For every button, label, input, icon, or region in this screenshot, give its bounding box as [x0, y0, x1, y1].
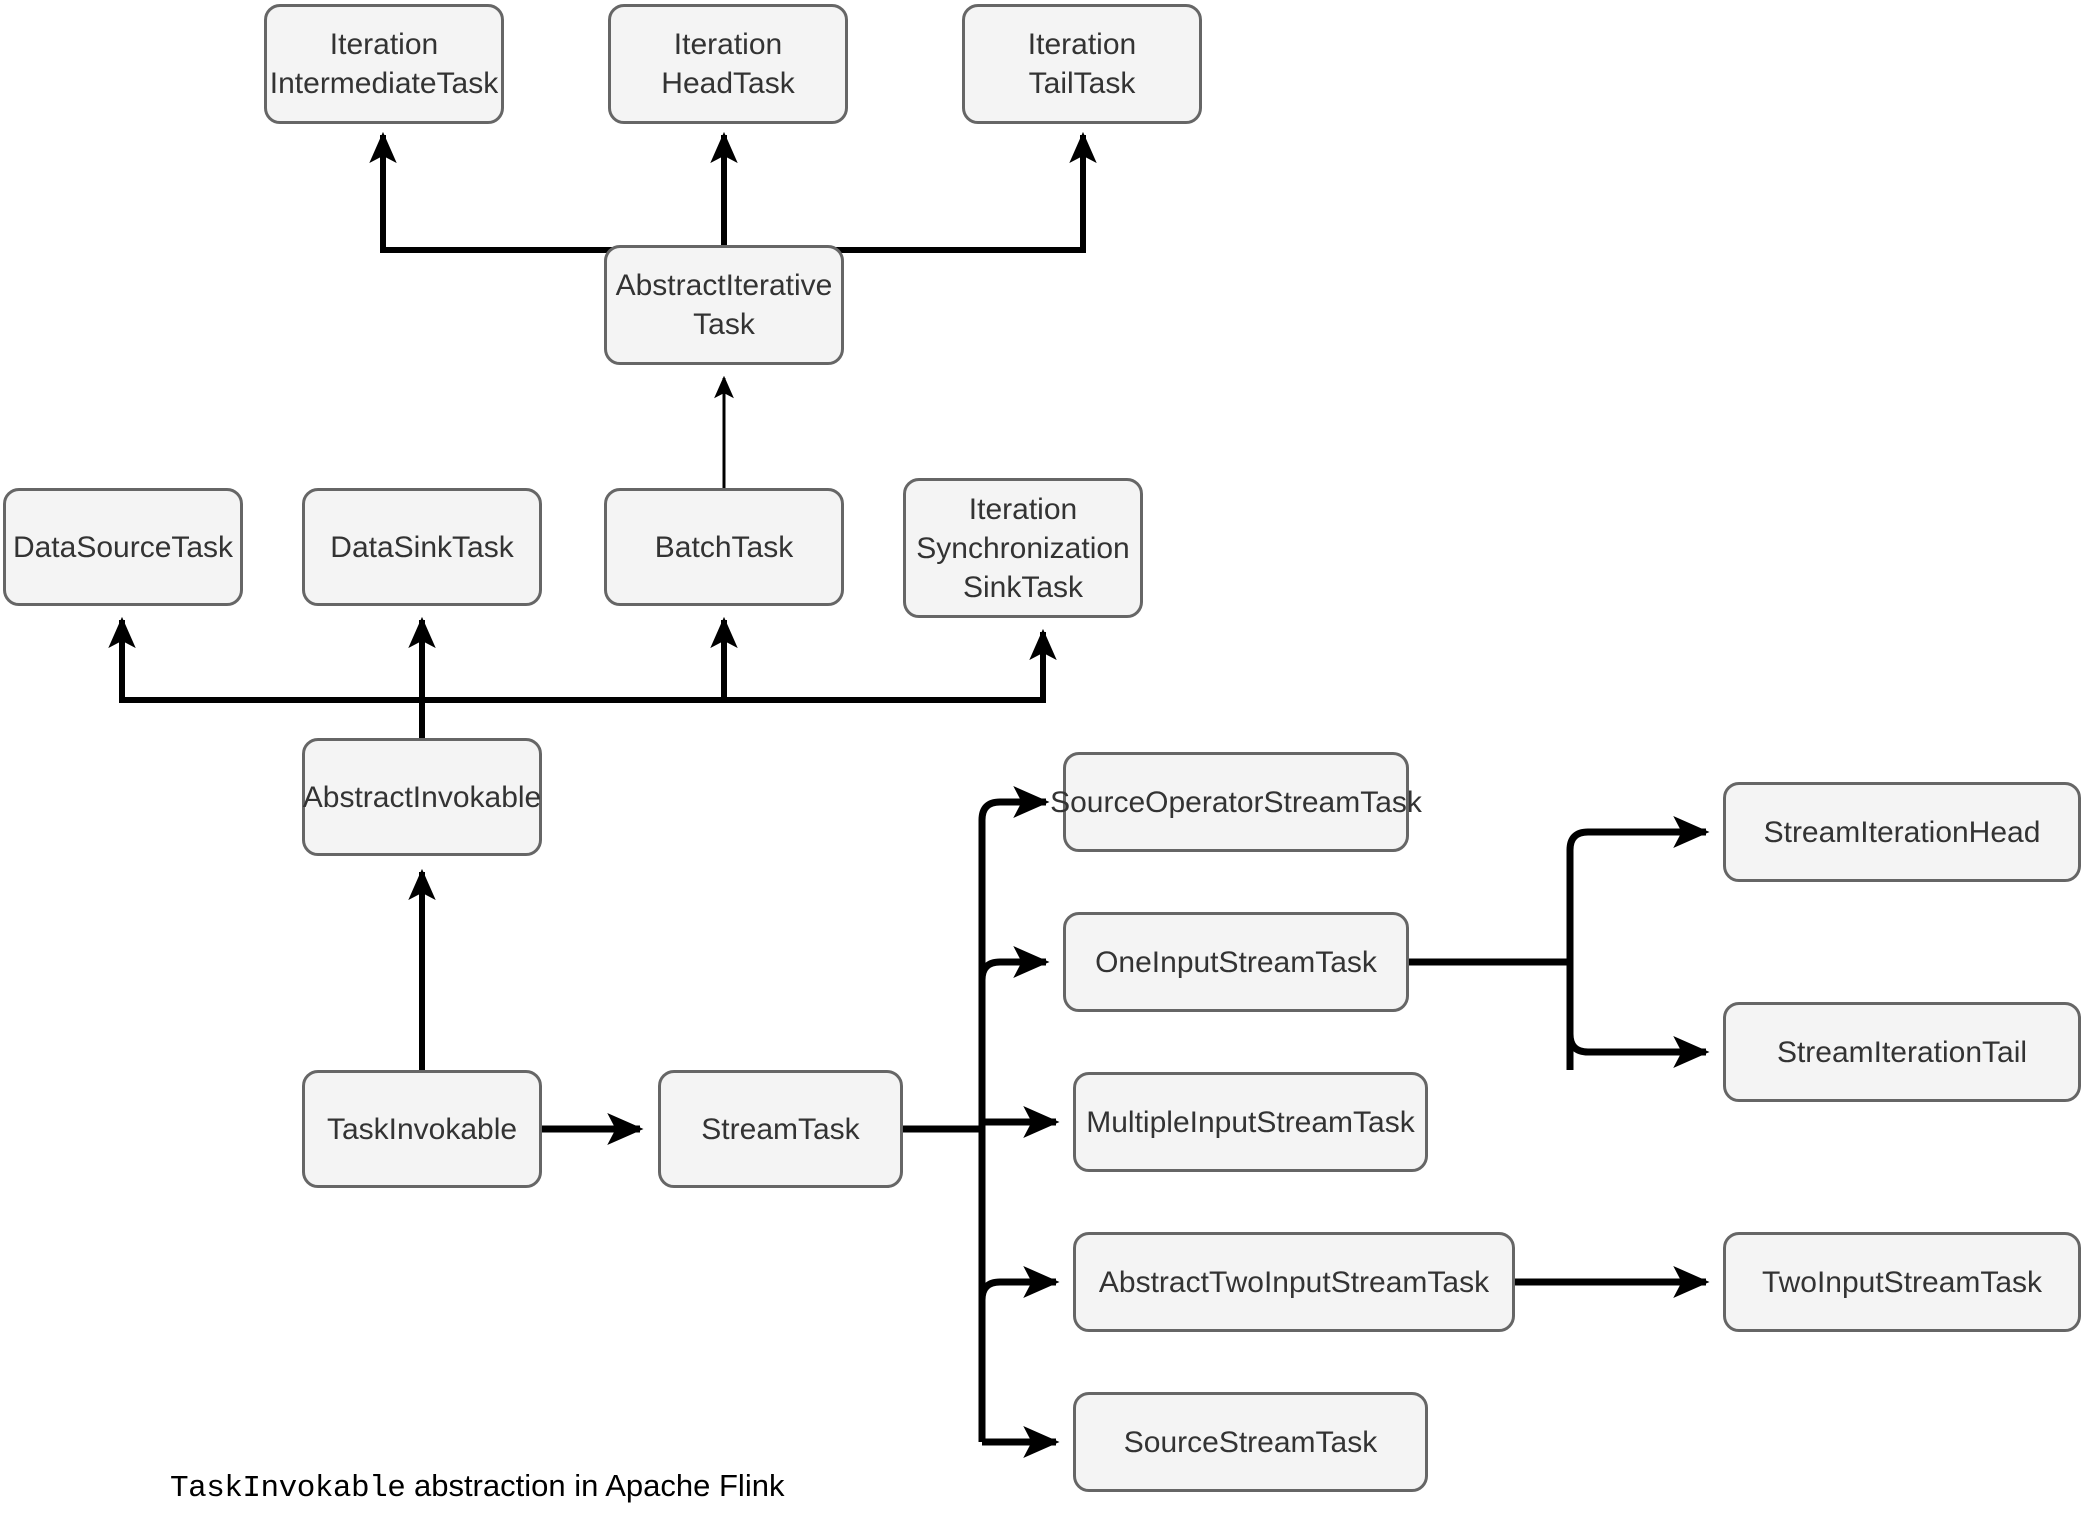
edge-abstract-invokable-to-batch-task [706, 616, 738, 703]
edge-stream-task-to-one-input-stream-task [978, 945, 1050, 981]
edge-stream-task-to-source-operator-stream-task [978, 785, 1050, 821]
node-iteration-intermediate-task[interactable]: Iteration IntermediateTask [264, 4, 504, 124]
node-task-invokable[interactable]: TaskInvokable [302, 1070, 542, 1188]
node-batch-task[interactable]: BatchTask [604, 488, 844, 606]
edge-group-abstract-iterative-task [369, 131, 1097, 253]
edge-one-input-to-stream-iteration-tail [1566, 1033, 1710, 1069]
edge-group-one-input-stream-task [1409, 815, 1710, 1070]
node-iteration-synchronization-sink-task[interactable]: Iteration Synchronization SinkTask [903, 478, 1143, 618]
node-iteration-tail-task[interactable]: Iteration TailTask [962, 4, 1202, 124]
edge-abstract-invokable-to-data-source-task [108, 616, 140, 703]
edge-abstract-iterative-to-iteration-tail [1065, 131, 1097, 253]
edge-abstract-iterative-to-iteration-intermediate [369, 131, 401, 253]
edge-one-input-to-stream-iteration-head [1566, 815, 1710, 851]
edge-stream-task-to-abstract-two-input-stream-task [978, 1265, 1060, 1301]
caption-text: abstraction in Apache Flink [405, 1468, 785, 1503]
node-abstract-invokable[interactable]: AbstractInvokable [302, 738, 542, 856]
node-one-input-stream-task[interactable]: OneInputStreamTask [1063, 912, 1409, 1012]
edge-group-stream-task [903, 785, 1060, 1459]
node-stream-iteration-tail[interactable]: StreamIterationTail [1723, 1002, 2081, 1102]
node-multiple-input-stream-task[interactable]: MultipleInputStreamTask [1073, 1072, 1428, 1172]
edge-group-abstract-invokable [108, 616, 1057, 738]
node-abstract-iterative-task[interactable]: AbstractIterative Task [604, 245, 844, 365]
node-data-source-task[interactable]: DataSourceTask [3, 488, 243, 606]
node-two-input-stream-task[interactable]: TwoInputStreamTask [1723, 1232, 2081, 1332]
edge-abstract-invokable-to-iteration-sync-sink-task [1025, 628, 1057, 703]
caption-code-term: TaskInvokable [170, 1471, 406, 1506]
diagram-caption: TaskInvokable abstraction in Apache Flin… [170, 1468, 784, 1506]
node-abstract-two-input-stream-task[interactable]: AbstractTwoInputStreamTask [1073, 1232, 1515, 1332]
node-source-stream-task[interactable]: SourceStreamTask [1073, 1392, 1428, 1492]
node-source-operator-stream-task[interactable]: SourceOperatorStreamTask [1050, 752, 1422, 852]
node-iteration-head-task[interactable]: Iteration HeadTask [608, 4, 848, 124]
node-data-sink-task[interactable]: DataSinkTask [302, 488, 542, 606]
node-stream-iteration-head[interactable]: StreamIterationHead [1723, 782, 2081, 882]
node-stream-task[interactable]: StreamTask [658, 1070, 903, 1188]
